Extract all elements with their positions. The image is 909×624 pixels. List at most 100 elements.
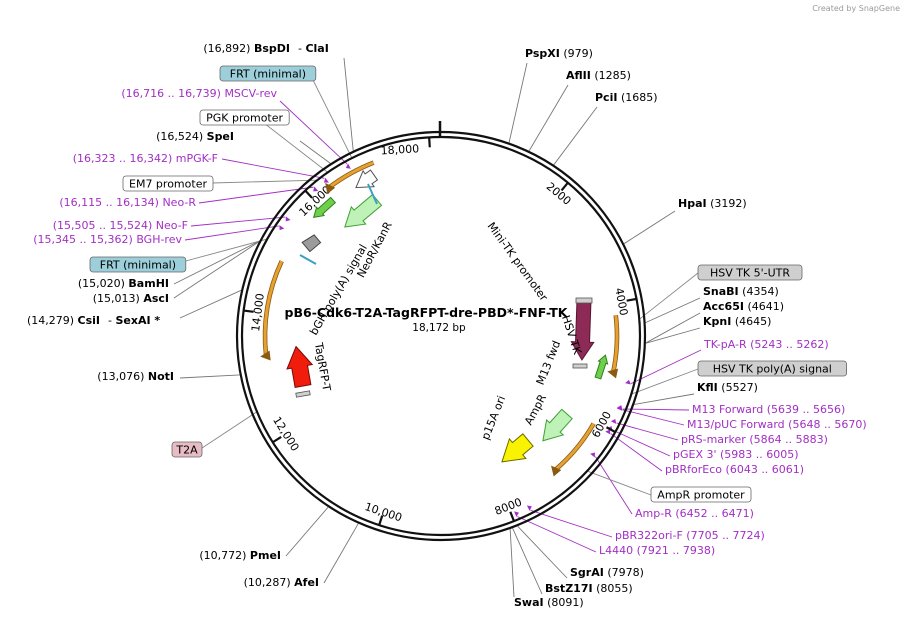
site-label-asci[interactable]: (15,013) AscI xyxy=(93,292,169,305)
box-label-ampprom: AmpR promoter xyxy=(657,489,745,502)
site-label-sgrai[interactable]: SgrAI (7978) xyxy=(570,566,644,579)
tick-mark xyxy=(304,189,313,199)
box-label-hsv5: HSV TK 5'-UTR xyxy=(710,267,790,280)
site-position: (8091) xyxy=(547,596,584,609)
site-label-noti[interactable]: (13,076) NotI xyxy=(97,370,174,383)
primer-label-mscv[interactable]: (16,716 .. 16,739) MSCV-rev xyxy=(121,87,277,100)
hsv-tk-polya-block[interactable] xyxy=(572,363,588,369)
tick-label: 12,000 xyxy=(270,414,302,453)
primer-label-l4440[interactable]: L4440 (7921 .. 7938) xyxy=(599,544,715,557)
site-label-pspxi[interactable]: PspXI (979) xyxy=(525,47,593,60)
site-label-spei[interactable]: (16,524) SpeI xyxy=(156,130,234,143)
site-label-snabi[interactable]: SnaBI (4354) xyxy=(703,285,779,298)
site-label-aflii[interactable]: AflII (1285) xyxy=(566,69,631,82)
neor-kanr-arrow[interactable] xyxy=(338,191,385,235)
site-name: HpaI xyxy=(678,197,707,210)
primer-mark-mscv xyxy=(345,163,351,169)
site-label-bstz17i[interactable]: BstZ17I (8055) xyxy=(545,582,633,595)
primer-name: pRS-marker xyxy=(681,433,746,446)
primer-leader-m13fwd xyxy=(622,408,690,411)
site-leader-hpai xyxy=(623,210,676,245)
primer-leader-ampr xyxy=(595,456,633,515)
primer-label-m13puc[interactable]: M13/pUC Forward (5648 .. 5670) xyxy=(687,418,867,431)
site-label-extra-bspdi[interactable]: - ClaI xyxy=(298,42,329,55)
primer-label-mpgk[interactable]: (16,323 .. 16,342) mPGK-F xyxy=(73,152,218,165)
site-label-hpai[interactable]: HpaI (3192) xyxy=(678,197,747,210)
primer-name: M13 Forward xyxy=(692,403,763,416)
ampr-arrow[interactable] xyxy=(535,407,576,449)
site-label-pmei[interactable]: (10,772) PmeI xyxy=(199,549,281,562)
neor-kanr-green-arrow[interactable] xyxy=(310,196,337,222)
site-label-bamhi[interactable]: (15,020) BamHI xyxy=(78,277,169,290)
site-label-afei[interactable]: (10,287) AfeI xyxy=(244,576,319,589)
primer-label-bgh[interactable]: (15,345 .. 15,362) BGH-rev xyxy=(33,233,182,246)
box-t2a[interactable] xyxy=(171,441,203,458)
box-pgkprom[interactable] xyxy=(199,109,290,126)
site-label-pcii[interactable]: PciI (1685) xyxy=(595,91,658,104)
primer-label-prs[interactable]: pRS-marker (5864 .. 5883) xyxy=(681,433,828,446)
box-hsvpa[interactable] xyxy=(697,360,848,377)
orange-arc-bottom-right-head xyxy=(551,465,562,477)
box-frt1[interactable] xyxy=(219,65,317,82)
site-label-kfli[interactable]: KflI (5527) xyxy=(697,381,758,394)
site-position: (1685) xyxy=(621,91,658,104)
site-name: BstZ17I xyxy=(545,582,593,595)
site-label-csii[interactable]: (14,279) CsiI xyxy=(27,314,100,327)
feature-label-tagrfp: TagRFP-T xyxy=(312,341,333,392)
site-name: SnaBI xyxy=(703,285,739,298)
site-leader-spei xyxy=(299,140,331,164)
site-leader-pspxi xyxy=(508,62,528,143)
primer-name: Amp-R xyxy=(635,507,672,520)
primer-label-neof[interactable]: (15,505 .. 15,524) Neo-F xyxy=(53,219,188,232)
hsv-tk-arrow[interactable] xyxy=(570,299,595,361)
white-promoter-arrow[interactable] xyxy=(350,167,379,195)
site-name: BspDI xyxy=(254,42,290,55)
primer-label-ampr[interactable]: Amp-R (6452 .. 6471) xyxy=(635,507,754,520)
tick-label: 4000 xyxy=(612,287,630,317)
m13-fwd-arrow[interactable] xyxy=(593,354,610,380)
primer-label-m13fwd[interactable]: M13 Forward (5639 .. 5656) xyxy=(692,403,845,416)
site-leader-aflii xyxy=(528,84,569,152)
box-label-t2a: T2A xyxy=(175,444,198,457)
box-leader-ampprom xyxy=(587,470,652,496)
tick-label: 14,000 xyxy=(249,292,267,332)
primer-leader-neor xyxy=(198,186,314,204)
box-leader-pgkprom xyxy=(259,119,328,173)
site-label-bspdi[interactable]: (16,892) BspDI xyxy=(203,42,290,55)
box-leader-hsv5 xyxy=(639,272,699,320)
site-position: (13,076) xyxy=(97,370,144,383)
site-label-kpni[interactable]: KpnI (4645) xyxy=(703,315,771,328)
site-leader-swai xyxy=(509,528,515,598)
map-size: 18,172 bp xyxy=(412,322,466,334)
primer-name: Neo-R xyxy=(162,196,196,209)
box-hsv5[interactable] xyxy=(697,264,803,281)
t2a-block[interactable] xyxy=(295,390,311,398)
box-frt2[interactable] xyxy=(89,256,187,273)
box-em7[interactable] xyxy=(122,175,214,192)
p15a-ori-arrow[interactable] xyxy=(494,430,537,471)
primer-label-pgex[interactable]: pGEX 3' (5983 .. 6005) xyxy=(673,448,799,461)
hsv-tk-utr-block[interactable] xyxy=(575,297,593,304)
feature-label-p15a: p15A ori xyxy=(479,394,508,442)
tagrfp-arrow[interactable] xyxy=(283,344,315,388)
tick-mark xyxy=(272,435,282,444)
orange-arc-left[interactable] xyxy=(263,260,284,357)
box-ampprom[interactable] xyxy=(650,486,752,503)
site-label-swai[interactable]: SwaI (8091) xyxy=(514,596,584,609)
site-label-extra-csii[interactable]: - SexAI * xyxy=(108,314,160,327)
orange-arc-bottom-right[interactable] xyxy=(553,422,595,472)
primer-label-pbrfor[interactable]: pBRforEco (6043 .. 6061) xyxy=(665,463,804,476)
site-name: SpeI xyxy=(207,130,234,143)
bgh-polya-block[interactable] xyxy=(301,233,322,253)
primer-name: M13/pUC Forward xyxy=(687,418,785,431)
site-name: PmeI xyxy=(250,549,281,562)
primer-label-tkpa[interactable]: TK-pA-R (5243 .. 5262) xyxy=(703,338,829,351)
primer-name: BGH-rev xyxy=(136,233,182,246)
primer-leader-pbr322 xyxy=(530,509,613,538)
orange-arc-right[interactable] xyxy=(611,314,619,373)
primer-label-pbr322[interactable]: pBR322ori-F (7705 .. 7724) xyxy=(615,529,765,542)
primer-label-neor[interactable]: (16,115 .. 16,134) Neo-R xyxy=(59,196,196,209)
site-leader-noti xyxy=(179,374,240,379)
site-label-acc65i[interactable]: Acc65I (4641) xyxy=(703,300,784,313)
